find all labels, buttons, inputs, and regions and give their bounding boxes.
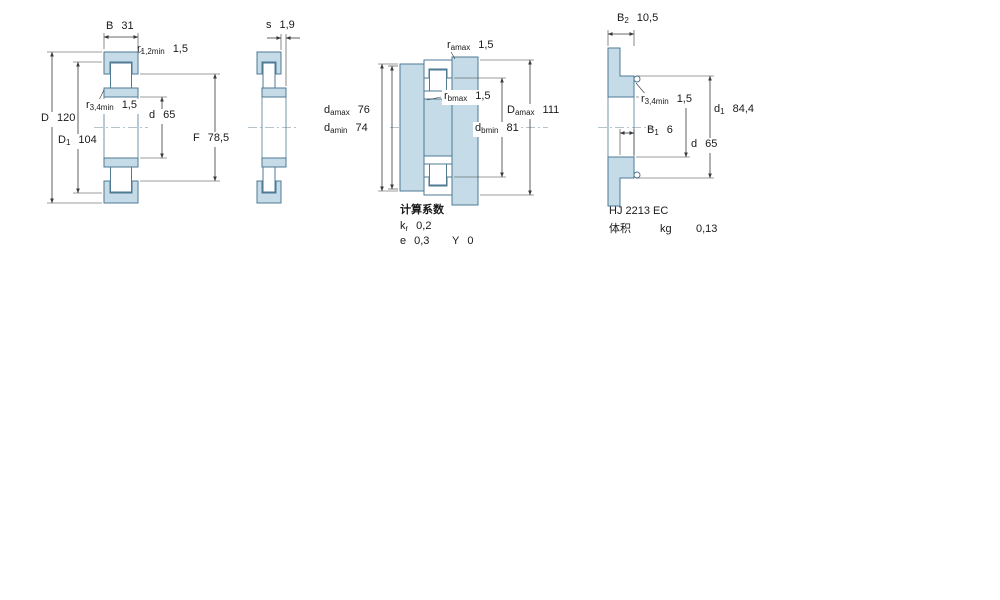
mass-unit: kg <box>660 223 672 235</box>
bearing-section-diagram <box>47 33 220 204</box>
mounting-dimensions-diagram <box>378 51 548 206</box>
calc-factors-title: 计算系数 <box>400 204 444 216</box>
mass-value: 0,13 <box>696 223 718 235</box>
hj-ring-diagram <box>598 30 714 207</box>
hj-designation: HJ 2213 EC <box>609 205 669 217</box>
mass-label: 体积 <box>609 223 631 235</box>
axial-displacement-diagram <box>248 34 300 204</box>
